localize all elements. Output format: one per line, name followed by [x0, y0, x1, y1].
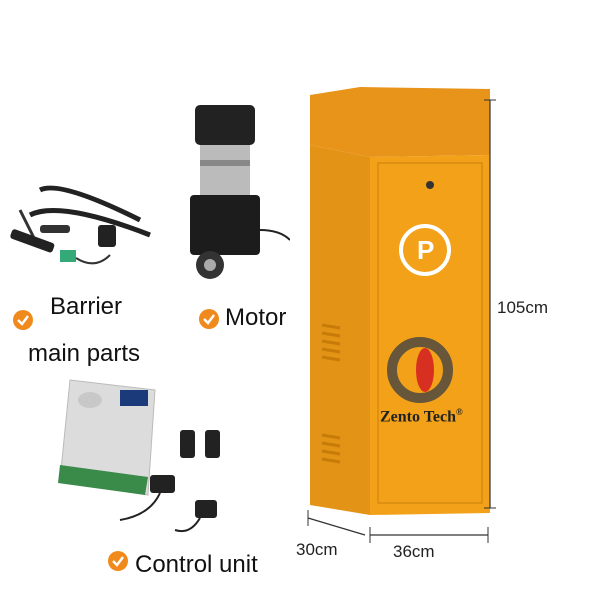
brand-name: Zento Tech [380, 408, 457, 426]
check-icon [108, 551, 128, 571]
registered-mark: ® [456, 407, 463, 417]
depth-dimension: 30cm [296, 540, 338, 559]
parking-sign: P [417, 235, 434, 265]
check-icon [199, 309, 219, 329]
check-icon [13, 310, 33, 330]
control-unit-image [58, 379, 220, 533]
control-unit-label: Control unit [135, 551, 258, 578]
motor-label: Motor [225, 304, 287, 331]
motor-image [190, 105, 290, 279]
barrier-cabinet-image: P [310, 87, 490, 515]
barrier-label: Barrier [50, 293, 123, 320]
barrier-parts-image [10, 185, 151, 265]
main-parts-label: main parts [28, 340, 141, 367]
dimension-lines [307, 99, 496, 543]
height-dimension: 105cm [497, 298, 549, 317]
brand-label: Zento Tech® [380, 407, 463, 426]
width-dimension: 36cm [393, 542, 435, 561]
